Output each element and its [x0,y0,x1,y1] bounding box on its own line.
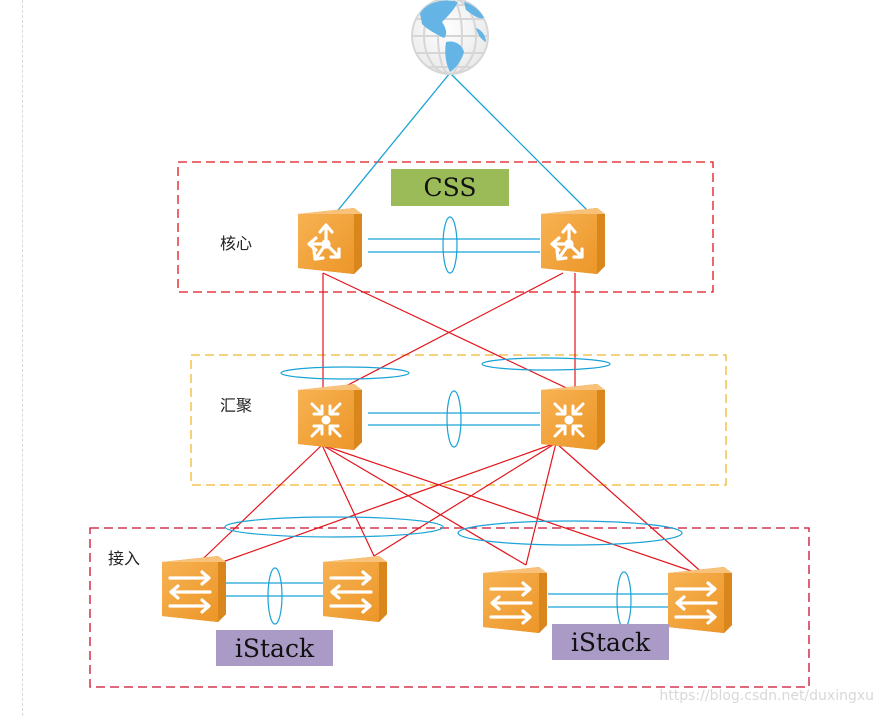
link-agg1-acc4 [321,444,707,577]
istack-tag-left: iStack [216,630,333,666]
aggregation-tier-box [190,354,727,486]
aggregation-switch-1[interactable] [298,384,362,450]
link-agg1-acc3 [321,444,527,566]
trunk-ellipse-acc-left [224,516,444,538]
link-agg1-acc2 [321,444,375,557]
trunk-ellipse-agg1-up [280,366,410,380]
link-agg2-acc2 [373,442,557,557]
istack1-trunk-ellipse [267,567,283,625]
access-switch-icon [168,570,212,614]
link-agg2-acc4 [555,442,707,577]
watermark-text: https://blog.csdn.net/duxingxu [659,688,874,704]
access-switch-3[interactable] [483,567,547,633]
trunk-ellipse-acc-right [457,520,683,546]
globe-icon [411,0,489,75]
link-core2-agg1 [322,272,564,399]
tier-label-core: 核心 [220,234,253,253]
tier-label-access: 接入 [108,549,141,568]
core-tier-box [177,161,714,293]
access-switch-4[interactable] [668,567,732,633]
css-tag: CSS [391,169,509,206]
uplink-internet-core-2 [449,72,596,219]
tier-label-aggregation: 汇聚 [220,396,253,415]
aggregation-switch-2[interactable] [541,384,605,450]
access-switch-icon [329,570,373,614]
trunk-ellipse-agg2-up [481,357,611,371]
core-router-1[interactable] [298,208,362,274]
istack-tag-right: iStack [552,624,669,660]
access-switch-1[interactable] [162,556,226,622]
access-switch-icon [489,581,533,625]
link-agg1-acc1 [185,444,323,576]
access-tier-box [89,527,810,688]
css-trunk-ellipse [442,216,458,274]
page-margin-rule [22,0,24,716]
link-agg2-acc1 [185,442,557,576]
uplink-internet-core-1 [329,72,451,221]
access-switch-icon [674,581,718,625]
core-router-2[interactable] [541,208,605,274]
agg-trunk-ellipse [446,390,462,448]
access-switch-2[interactable] [323,556,387,622]
